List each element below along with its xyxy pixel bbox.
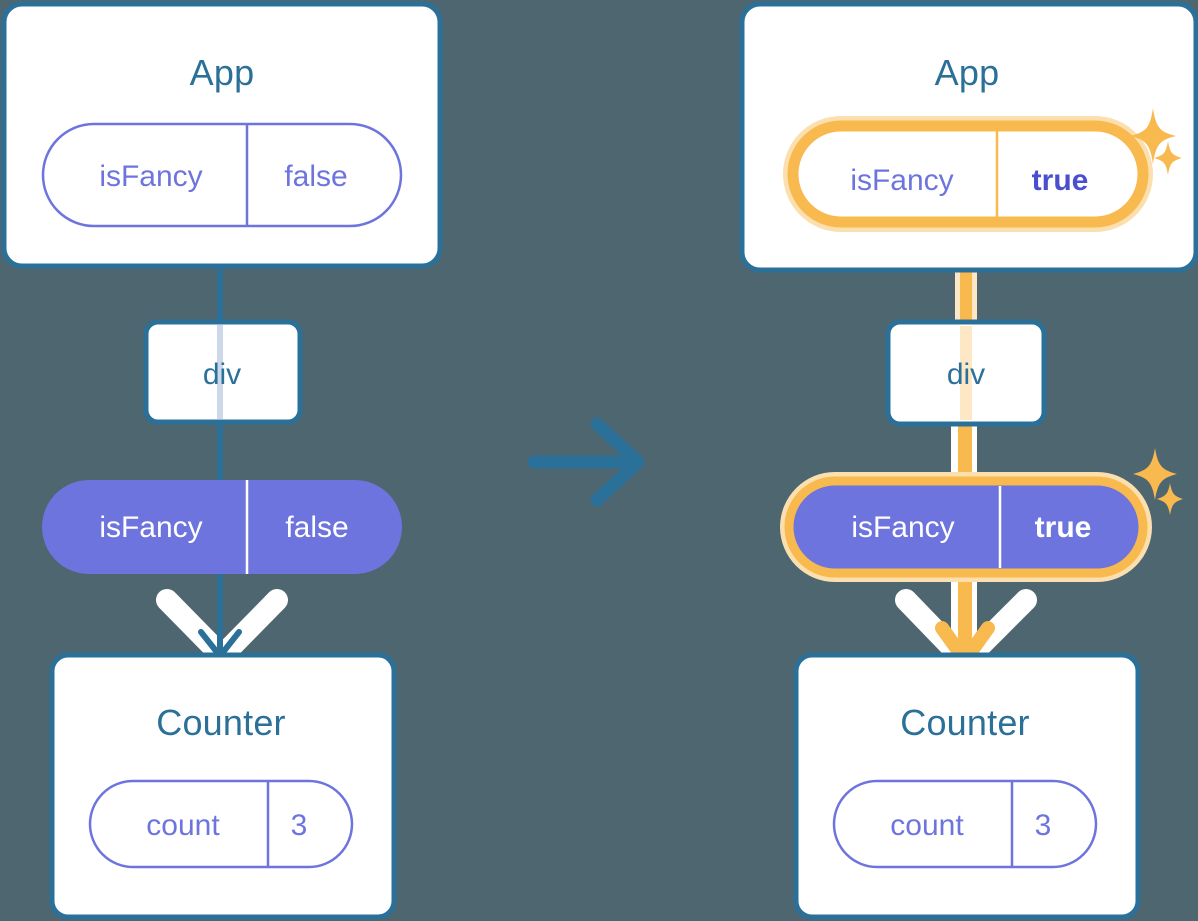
after-prop-pill: [780, 472, 1152, 582]
before-counter-state-pill: [88, 779, 354, 869]
after-sparkle-group-top: [1130, 108, 1182, 175]
sparkle-small-top: [1154, 141, 1182, 175]
before-app-state-pill: [41, 122, 403, 228]
before-wire-app-to-div: [217, 266, 223, 326]
sparkle-small-mid: [1157, 483, 1183, 515]
before-div-node: [143, 319, 303, 425]
after-wire-div-to-counter: [935, 418, 995, 667]
arrow-right-icon: [527, 417, 645, 507]
after-counter-state-pill: [832, 779, 1098, 869]
before-prop-pill: [42, 480, 402, 574]
after-app-state-pill: [783, 116, 1153, 232]
after-div-node: [885, 319, 1047, 427]
after-sparkle-group-mid: [1133, 448, 1183, 515]
sparkle-large-mid: [1133, 448, 1177, 500]
sparkle-large-top: [1130, 108, 1176, 164]
